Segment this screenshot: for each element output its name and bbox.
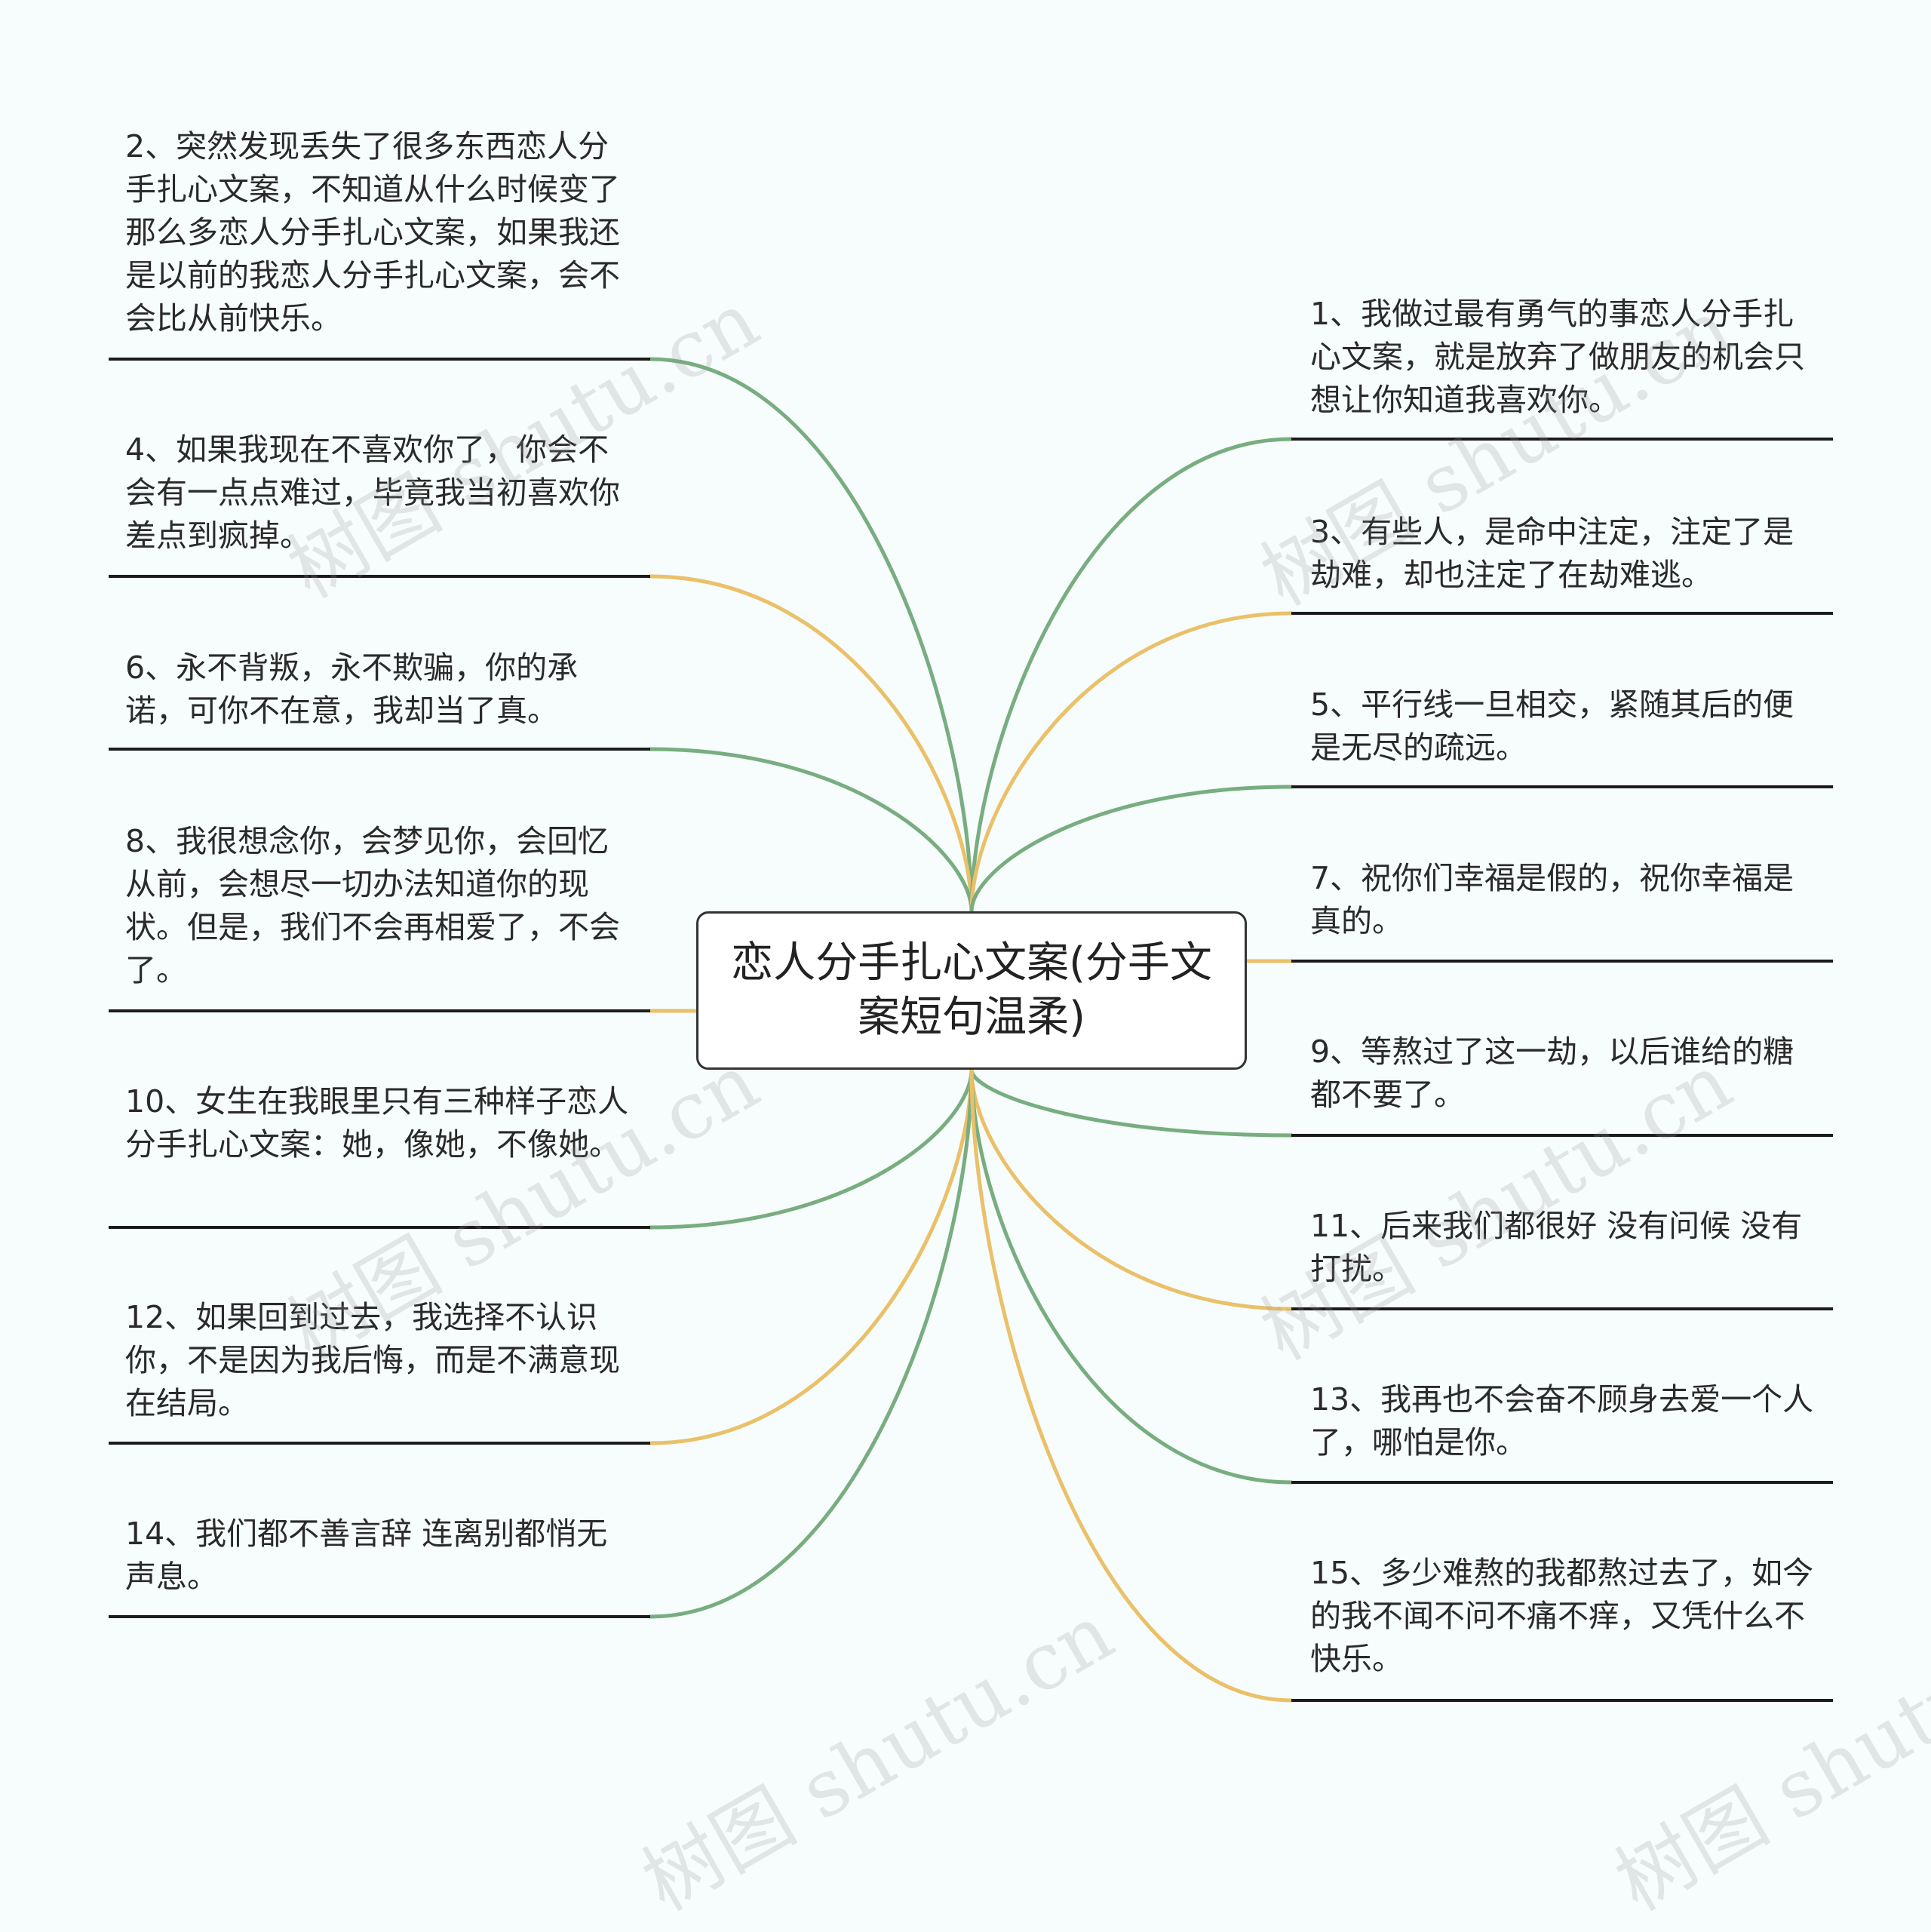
right-connector: [969, 437, 1294, 914]
left-topic-underline: [109, 358, 650, 361]
right-topic-text: 15、多少难熬的我都熬过去了，如今的我不闻不问不痛不痒，又凭什么不快乐。: [1310, 1555, 1814, 1677]
right-topic-text: 5、平行线一旦相交，紧随其后的便是无尽的疏远。: [1310, 686, 1794, 766]
left-topic-text: 10、女生在我眼里只有三种样子恋人分手扎心文案：她，像她，不像她。: [125, 1083, 629, 1163]
left-topic-underline: [109, 1615, 650, 1618]
right-topic-text: 7、祝你们幸福是假的，祝你幸福是真的。: [1310, 860, 1794, 939]
left-topic-text: 8、我很想念你，会梦见你，会回忆从前，会想尽一切办法知道你的现状。但是，我们不会…: [125, 823, 620, 988]
right-connector: [969, 785, 1294, 914]
right-topic-underline: [1291, 1134, 1833, 1137]
left-connector: [648, 747, 974, 914]
right-topic-underline: [1291, 438, 1833, 441]
left-topic-underline: [109, 1226, 650, 1229]
left-topic-text: 14、我们都不善言辞 连离别都悄无声息。: [125, 1516, 608, 1595]
left-topic-text: 4、如果我现在不喜欢你了，你会不会有一点点难过，毕竟我当初喜欢你差点到疯掉。: [125, 432, 620, 554]
left-topic-underline: [109, 1442, 650, 1445]
left-topic-underline: [109, 1009, 650, 1012]
right-connector: [969, 1067, 1294, 1311]
left-connector: [648, 1067, 974, 1619]
left-topic-text: 12、如果回到过去，我选择不认识你，不是因为我后悔，而是不满意现在结局。: [125, 1299, 620, 1421]
left-topic-text: 6、永不背叛，永不欺骗，你的承诺，可你不在意，我却当了真。: [125, 650, 579, 729]
left-topic-underline: [109, 575, 650, 578]
left-connector: [648, 1067, 974, 1230]
right-topic-text: 11、后来我们都很好 没有问候 没有打扰。: [1310, 1208, 1803, 1287]
right-topic-text: 1、我做过最有勇气的事恋人分手扎心文案，就是放弃了做朋友的机会只想让你知道我喜欢…: [1310, 296, 1805, 418]
root-topic-label: 恋人分手扎心文案(分手文案短句温柔): [731, 938, 1212, 1042]
right-connector: [969, 1067, 1294, 1485]
right-connector: [969, 611, 1294, 914]
connector-layer: [648, 357, 1294, 1703]
root-topic[interactable]: 恋人分手扎心文案(分手文案短句温柔): [696, 911, 1247, 1070]
right-connector: [969, 1067, 1294, 1138]
right-topic-text: 9、等熬过了这一劫，以后谁给的糖都不要了。: [1310, 1034, 1794, 1113]
right-topic-text: 3、有些人，是命中注定，注定了是劫难，却也注定了在劫难逃。: [1310, 514, 1794, 593]
right-topic-underline: [1291, 785, 1833, 788]
right-topic-underline: [1291, 960, 1833, 963]
left-connector: [648, 574, 974, 914]
right-topic-underline: [1291, 1699, 1833, 1702]
left-connector: [648, 1067, 974, 1445]
left-connector: [648, 357, 974, 914]
left-topic-underline: [109, 748, 650, 751]
left-topic-text: 2、突然发现丢失了很多东西恋人分手扎心文案，不知道从什么时候变了那么多恋人分手扎…: [125, 128, 620, 336]
right-topic-underline: [1291, 1307, 1833, 1310]
right-topic-text: 13、我再也不会奋不顾身去爱一个人了，哪怕是你。: [1310, 1381, 1814, 1461]
right-topic-underline: [1291, 1481, 1833, 1484]
right-topic-underline: [1291, 612, 1833, 615]
right-connector: [969, 1067, 1294, 1703]
